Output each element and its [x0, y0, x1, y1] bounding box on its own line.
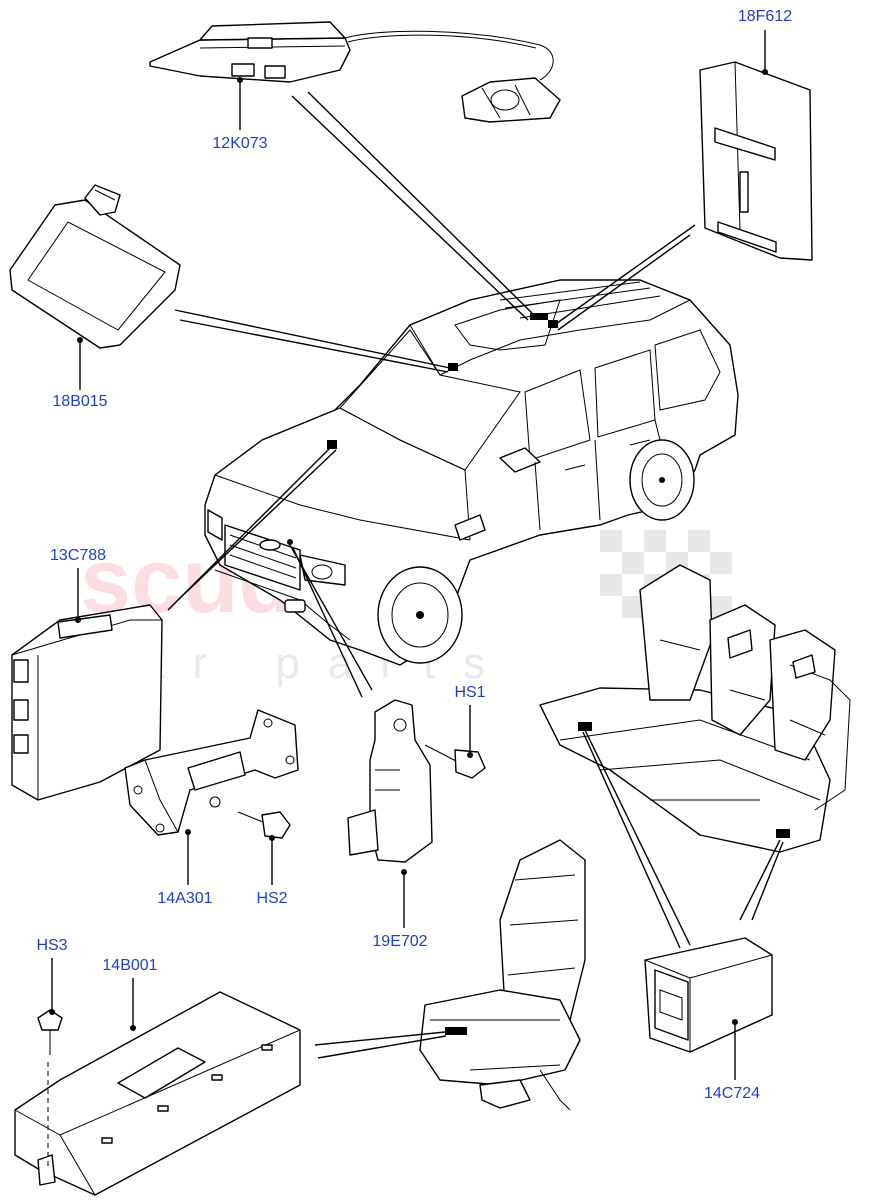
- label-19e702: 19E702: [372, 933, 427, 950]
- marker-14c724-a: [578, 722, 592, 731]
- vehicle-drawing: [204, 279, 739, 666]
- marker-13c788: [327, 440, 337, 449]
- part-hs2-bolt-drawing: [237, 811, 291, 839]
- part-18b015-drawing: [9, 184, 181, 349]
- marker-12k073: [530, 313, 548, 320]
- label-hs2: HS2: [256, 890, 287, 907]
- label-14c724: 14C724: [704, 1085, 760, 1102]
- label-12k073: 12K073: [212, 135, 267, 152]
- part-13c788-drawing: [11, 604, 163, 801]
- part-14b001-drawing: [14, 991, 301, 1196]
- part-19e702-drawing: [347, 699, 433, 863]
- part-hs1-bolt-drawing: [424, 744, 486, 779]
- label-18b015: 18B015: [52, 393, 107, 410]
- marker-14c724-b: [776, 829, 790, 838]
- front-seat-drawing: [419, 839, 586, 1111]
- marker-14b001: [445, 1027, 467, 1035]
- part-12k073-drawing: [149, 21, 561, 123]
- part-18f612-drawing: [699, 61, 813, 261]
- label-hs1: HS1: [454, 684, 485, 701]
- marker-18b015: [448, 363, 458, 371]
- part-hs3-bolt-drawing: [37, 1009, 63, 1055]
- label-hs3: HS3: [36, 937, 67, 954]
- callout-labels: 12K073 18F612 18B015 13C788 HS1 HS2 14A3…: [36, 8, 792, 1102]
- leader-lines: [49, 30, 768, 1080]
- label-14b001: 14B001: [102, 957, 157, 974]
- rear-seat-drawing: [539, 564, 851, 853]
- marker-19e702: [287, 539, 293, 545]
- marker-18f612: [548, 320, 558, 328]
- label-14a301: 14A301: [157, 890, 212, 907]
- label-13c788: 13C788: [50, 547, 106, 564]
- pointer-lines: [167, 91, 784, 1059]
- part-14c724-drawing: [644, 937, 773, 1053]
- part-14a301-drawing: [124, 709, 299, 836]
- label-18f612: 18F612: [738, 8, 792, 25]
